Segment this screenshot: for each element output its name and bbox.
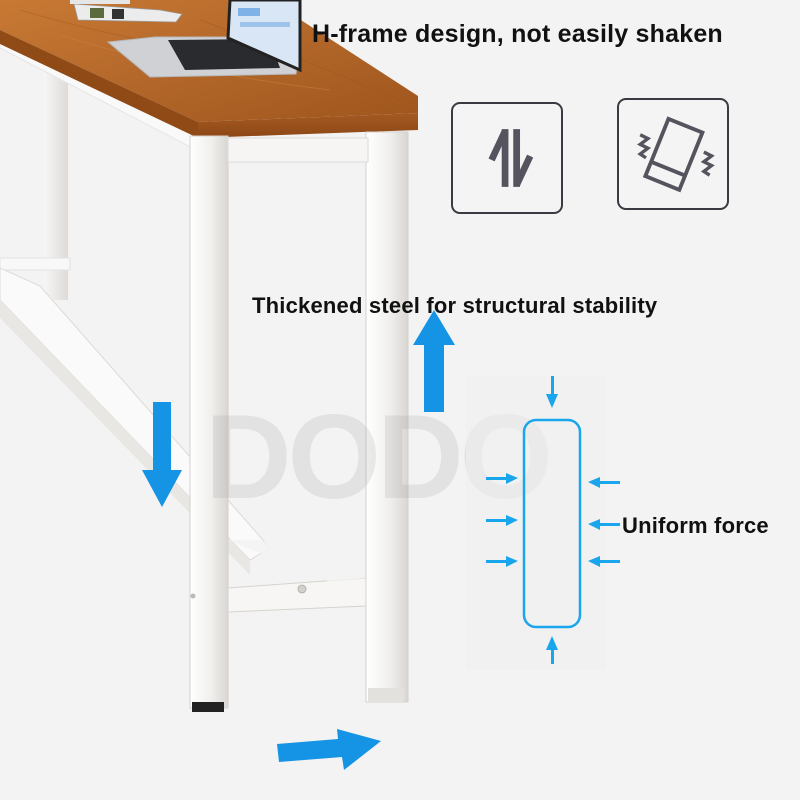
label-uniform-force: Uniform force (622, 513, 769, 538)
right-arrow-icon (277, 729, 381, 770)
icon-card-up-down (451, 102, 563, 214)
desk-leg-back (365, 131, 409, 703)
desk-apron (227, 137, 369, 163)
down-arrow-icon (153, 402, 171, 478)
laptop (106, 0, 302, 78)
magazine (70, 0, 183, 23)
headline-h-frame: H-frame design, not easily shaken (312, 20, 723, 48)
desk-leg-front (189, 135, 229, 712)
icon-card-shake (617, 98, 729, 210)
up-down-arrows-icon (488, 129, 534, 187)
down-arrow-head (142, 470, 182, 507)
headline-thickened-steel: Thickened steel for structural stability (252, 293, 658, 318)
motion-arrows (142, 310, 455, 770)
up-arrow-icon (424, 340, 444, 412)
up-arrow-head (413, 310, 455, 345)
h-crossbar (227, 540, 367, 613)
watermark-logo: DODO (205, 390, 553, 524)
shaking-device-icon (637, 116, 715, 193)
